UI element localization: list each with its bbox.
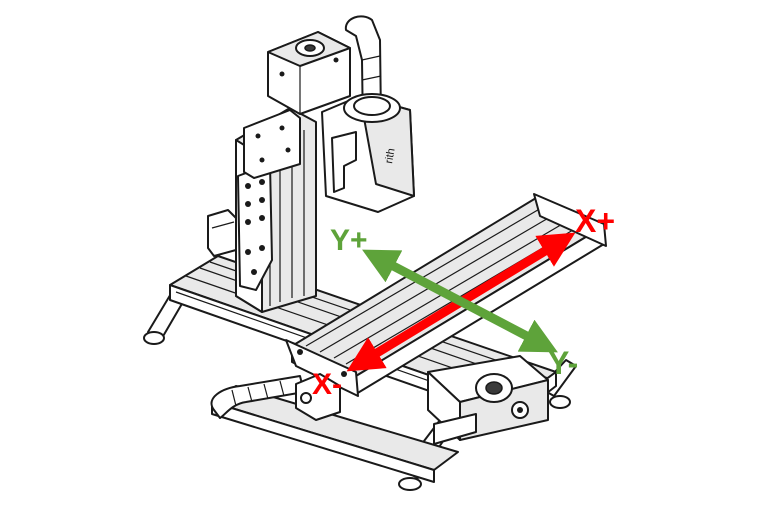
z-motor-top: [267, 31, 351, 115]
z-column: [207, 107, 317, 313]
spindle-head: rith: [321, 93, 415, 213]
y-motor-assembly: [427, 355, 549, 445]
y-minus-label: Y-: [548, 345, 578, 381]
y-plus-label: Y+: [330, 224, 368, 257]
x-plus-label: X+: [575, 203, 615, 239]
x-minus-label: X-: [312, 368, 342, 401]
brand-mark: rith: [383, 147, 397, 164]
y-axis-arrow: [362, 249, 558, 353]
y-axis-indicator: Y+ Y-: [330, 224, 578, 381]
x-motor: [295, 373, 341, 421]
